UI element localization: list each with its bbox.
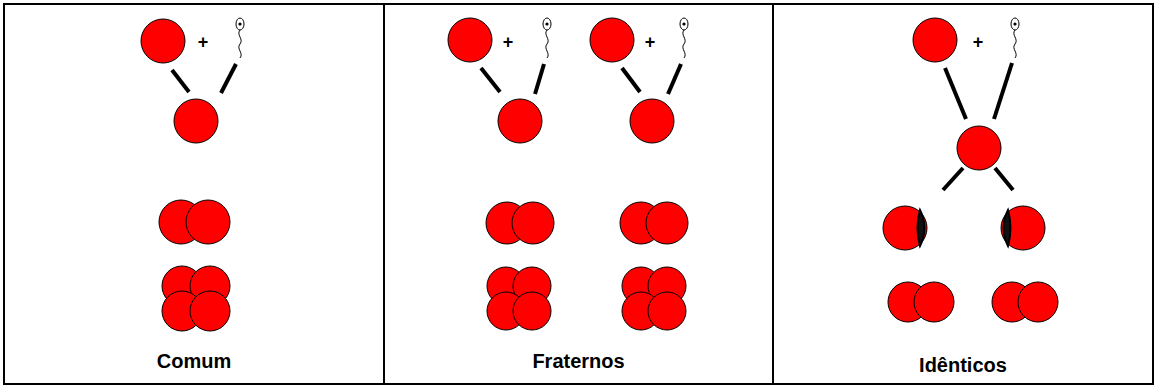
panel-box: Fraternos	[383, 3, 774, 385]
plus-sign: +	[503, 33, 514, 51]
plus-sign: +	[645, 33, 656, 51]
panel-box: Idênticos	[772, 3, 1154, 385]
panel-label: Idênticos	[774, 354, 1152, 377]
panel-box: Comum	[3, 3, 385, 385]
panel-label: Fraternos	[385, 350, 772, 373]
plus-sign: +	[973, 33, 984, 51]
plus-sign: +	[198, 33, 209, 51]
panel-label: Comum	[5, 350, 383, 373]
